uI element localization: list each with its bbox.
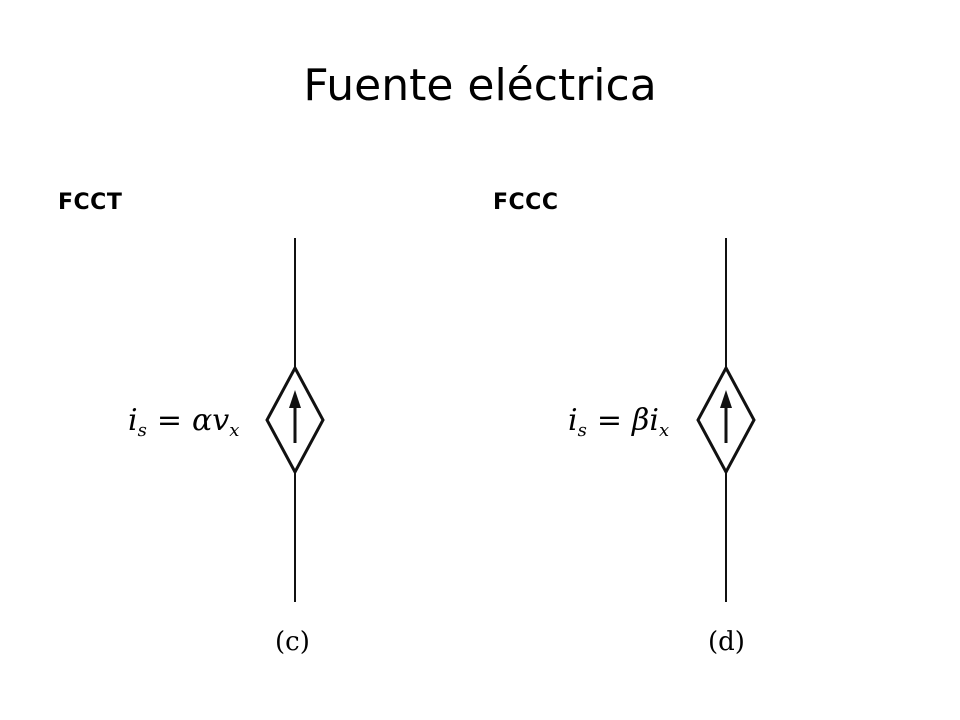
equation: is=βix <box>568 403 669 441</box>
label-fccc: FCCC <box>493 190 559 215</box>
fcct-diagram-svg: is=αvx (c) <box>128 238 325 657</box>
equation: is=αvx <box>128 403 239 441</box>
figure-caption: (c) <box>275 627 310 657</box>
figure-caption: (d) <box>708 627 745 657</box>
arrow-up-icon <box>289 390 301 408</box>
label-fcct: FCCT <box>58 190 123 215</box>
arrow-up-icon <box>720 390 732 408</box>
fccc-diagram-svg: is=βix (d) <box>568 238 756 657</box>
fccc-diagram: is=βix (d) <box>540 230 860 670</box>
fcct-diagram: is=αvx (c) <box>110 230 430 670</box>
page-title: Fuente eléctrica <box>303 60 657 111</box>
